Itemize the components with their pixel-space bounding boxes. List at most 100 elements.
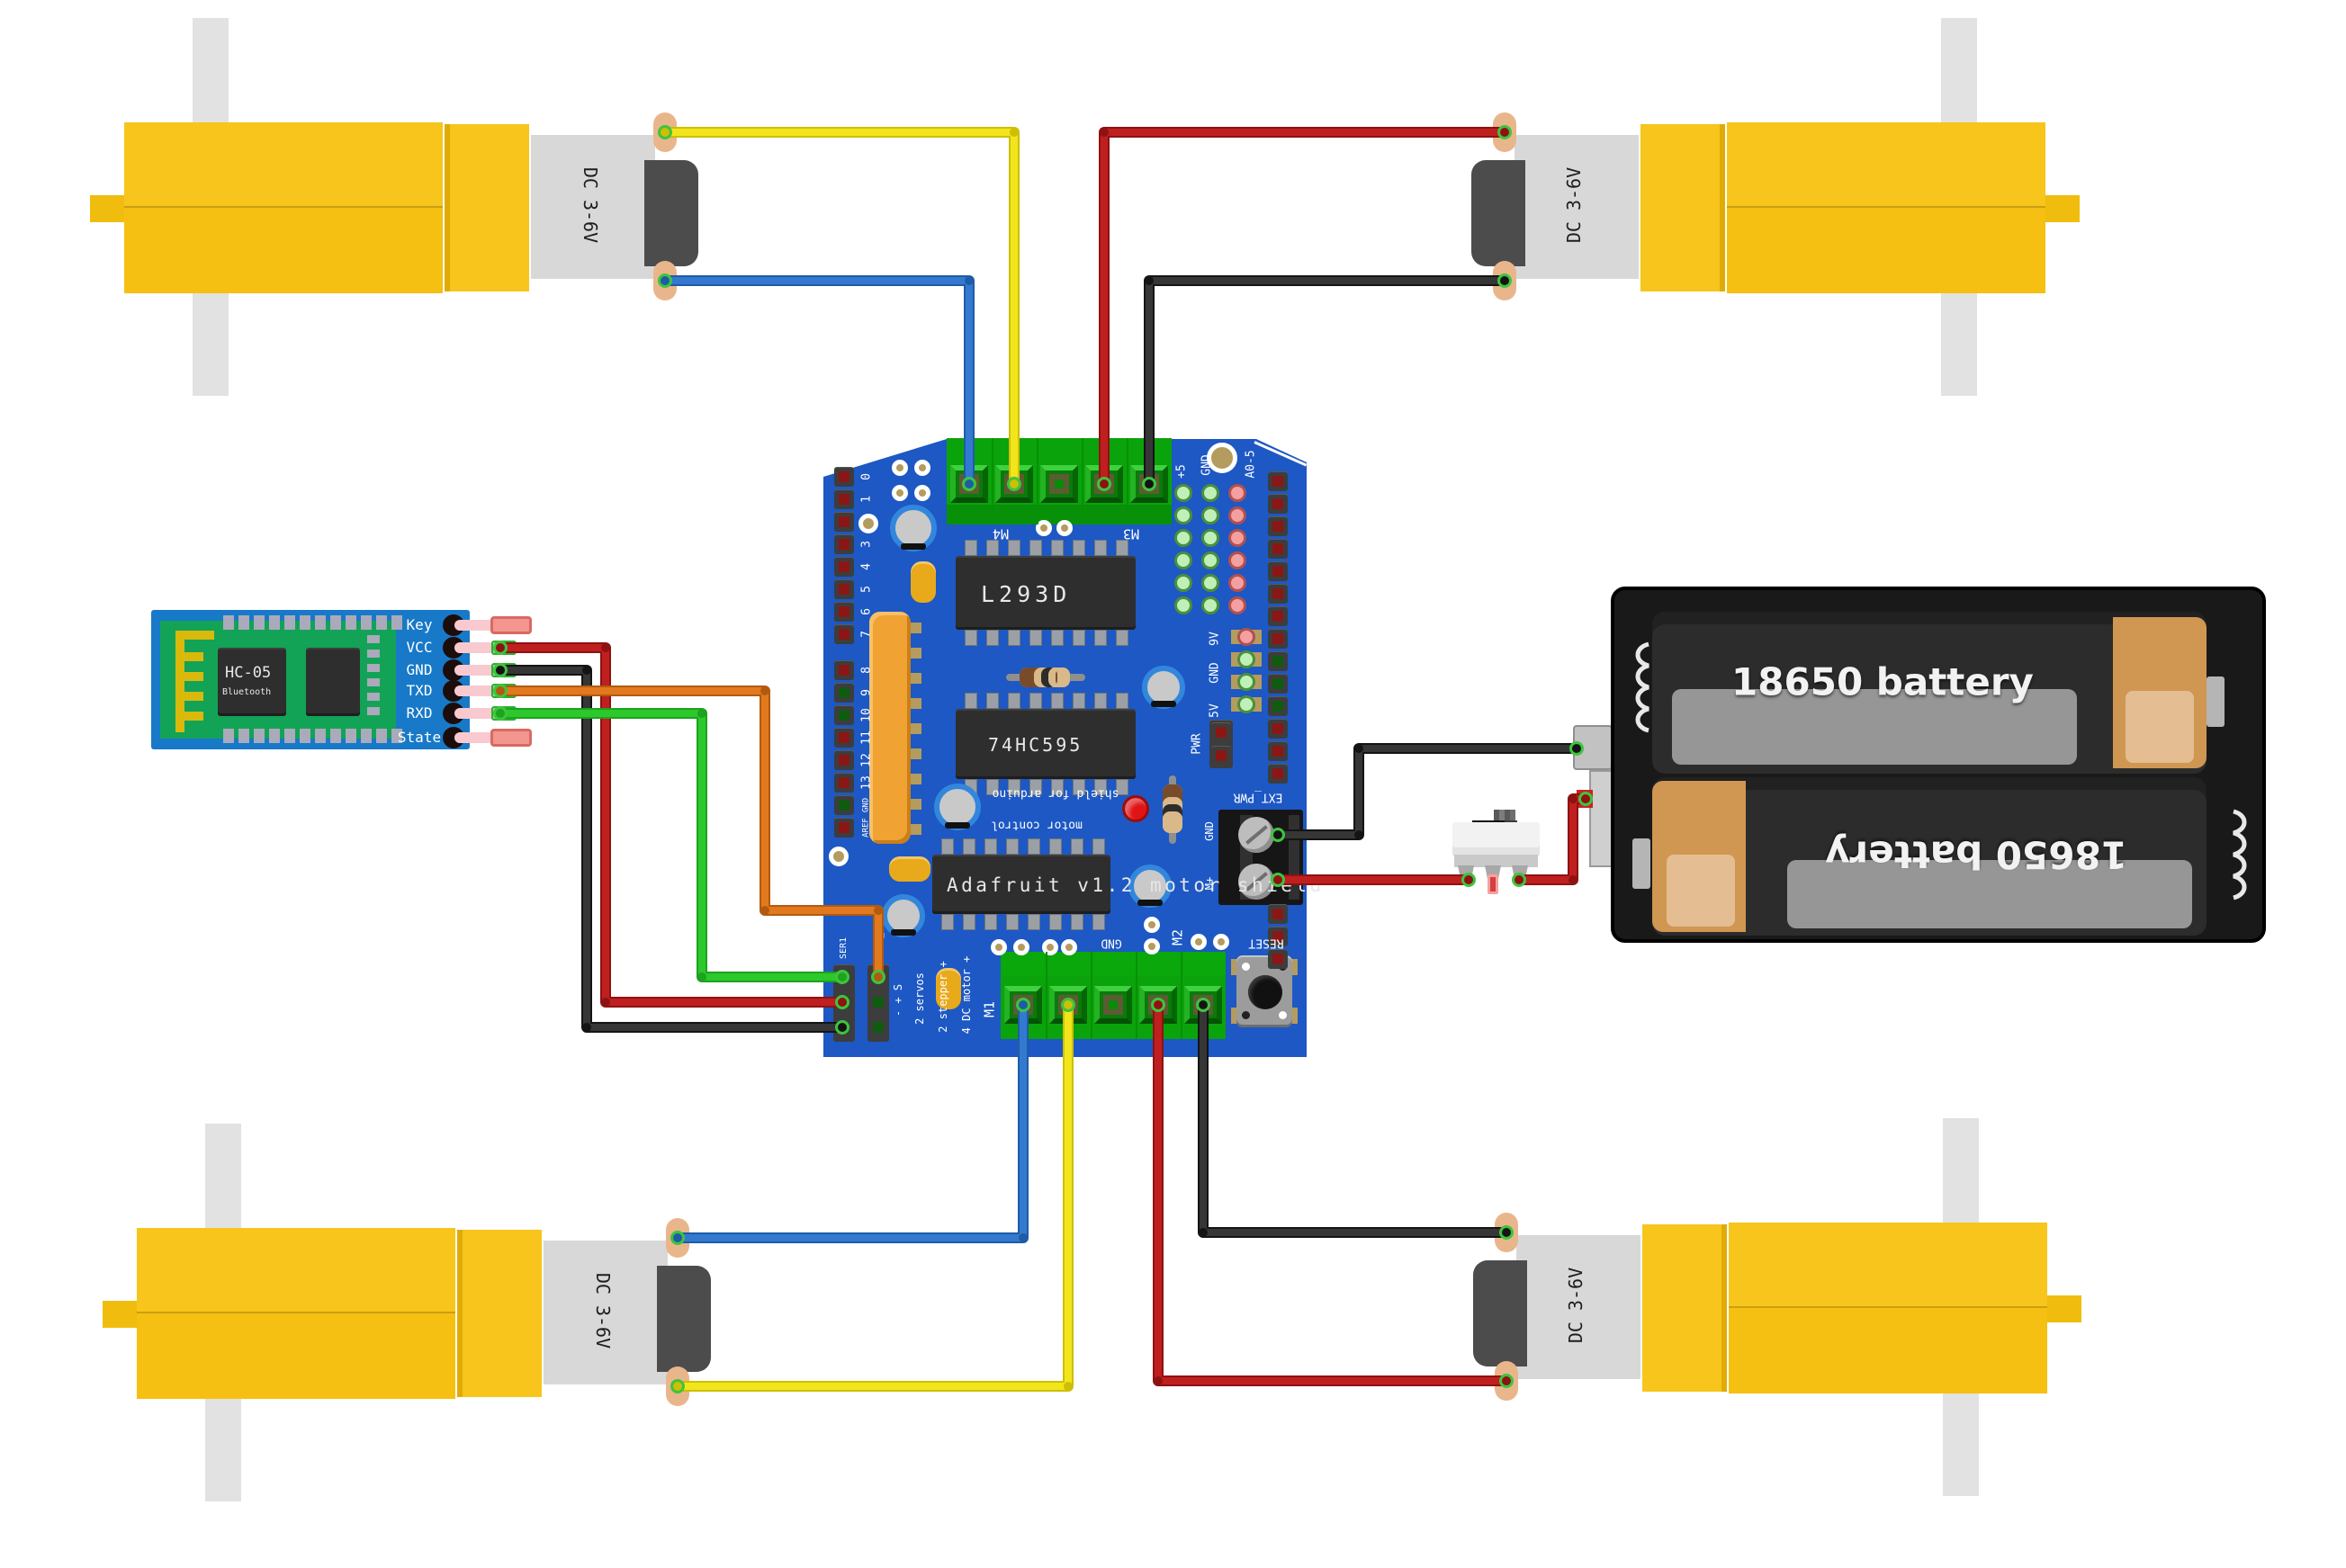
battery-contact-negative[interactable] — [1573, 725, 1613, 770]
l293d-chip[interactable]: L293D — [956, 556, 1136, 630]
wire-m1-yellow[interactable] — [674, 1001, 1072, 1390]
chip-leg — [941, 914, 954, 930]
motor-body[interactable] — [531, 135, 655, 279]
analog-pad[interactable] — [1201, 484, 1219, 502]
motor-gearbox[interactable] — [1729, 1223, 2047, 1393]
analog-pad[interactable] — [1228, 596, 1246, 614]
wire-m2-red[interactable] — [1155, 1001, 1510, 1384]
battery-18650-bottom[interactable]: 18650 battery — [1652, 777, 2207, 936]
hc05-pin-stub — [454, 685, 499, 696]
terminal-hole[interactable] — [959, 474, 979, 494]
wire-bt-vcc[interactable] — [497, 644, 846, 1006]
analog-pad[interactable] — [1174, 596, 1192, 614]
motor-terminal[interactable] — [1495, 1213, 1518, 1252]
motor-gearbox[interactable] — [1727, 122, 2045, 293]
motor-gearbox[interactable] — [137, 1228, 455, 1399]
chip-leg — [1094, 693, 1107, 709]
motor-top-left[interactable]: DC 3-6V — [90, 18, 698, 396]
chip-leg — [965, 630, 977, 646]
motor-terminal[interactable] — [1493, 112, 1516, 152]
analog-pad[interactable] — [1201, 506, 1219, 524]
analog-pad[interactable] — [1201, 551, 1219, 569]
ser1-pin[interactable] — [839, 997, 849, 1008]
servo2-pin[interactable] — [873, 997, 884, 1008]
hc595-chip[interactable]: 74HC595 — [956, 709, 1136, 779]
analog-pad[interactable] — [1174, 506, 1192, 524]
analog-pad[interactable] — [1228, 551, 1246, 569]
motor-voltage-label: DC 3-6V — [1565, 1267, 1586, 1344]
motor-body[interactable] — [1516, 1235, 1640, 1379]
terminal-cell[interactable] — [1094, 986, 1132, 1024]
wire-batt-gnd-bend — [1354, 830, 1363, 839]
wire-m4-yellow[interactable] — [661, 129, 1018, 488]
hc05-pin-stub — [454, 708, 499, 719]
battery-18650-top[interactable]: 18650 battery — [1652, 612, 2207, 774]
motor-terminal[interactable] — [1493, 261, 1516, 300]
header-pin-hole — [839, 800, 849, 811]
switch-pin-3[interactable] — [1512, 865, 1528, 883]
power-pad[interactable] — [1237, 695, 1255, 713]
label-fn3: 4 DC motor + — [960, 955, 973, 1035]
wire-bt-gnd[interactable] — [497, 667, 846, 1031]
header-pin-hole — [1272, 701, 1283, 712]
analog-pad[interactable] — [1228, 506, 1246, 524]
power-switch[interactable] — [1452, 810, 1542, 895]
wire-bt-gnd-bend — [582, 666, 591, 675]
servo2-pin[interactable] — [873, 972, 884, 982]
label-servo2: SERVO_2 — [875, 927, 885, 966]
battery-spring-icon — [1635, 641, 1649, 733]
battery-holder[interactable]: 18650 battery 18650 battery — [1611, 587, 2266, 943]
motor-terminal[interactable] — [666, 1366, 689, 1406]
terminal-hole[interactable] — [1004, 474, 1024, 494]
motor-gearbox-seam — [137, 1312, 455, 1313]
hc05-pin-stub — [454, 665, 499, 676]
analog-pad[interactable] — [1201, 596, 1219, 614]
analog-pad[interactable] — [1174, 551, 1192, 569]
wire-bt-rxd[interactable] — [497, 710, 846, 981]
terminal-hole[interactable] — [1148, 995, 1168, 1015]
servo2-pin[interactable] — [873, 1022, 884, 1033]
terminal-hole[interactable] — [1094, 474, 1114, 494]
switch-pin-1[interactable] — [1458, 865, 1474, 883]
analog-pad[interactable] — [1174, 574, 1192, 592]
analog-pad[interactable] — [1228, 529, 1246, 547]
terminal-hole[interactable] — [1139, 474, 1159, 494]
adafruit-chip[interactable] — [932, 855, 1110, 914]
motor-bottom-right[interactable]: DC 3-6V — [1473, 1118, 2081, 1496]
motor-top-right[interactable]: DC 3-6V — [1471, 18, 2080, 396]
analog-pad[interactable] — [1174, 529, 1192, 547]
motor-gearbox[interactable] — [124, 122, 443, 293]
hc05-smd-pad — [330, 615, 341, 630]
hc05-module[interactable]: HC-05 Bluetooth — [151, 610, 470, 749]
label-pin-3: 3 — [859, 541, 874, 548]
wire-bt-txd[interactable] — [497, 687, 882, 981]
motor-terminal[interactable] — [653, 261, 677, 300]
power-pad[interactable] — [1237, 650, 1255, 668]
hc05-smd-pad — [376, 729, 387, 743]
analog-pad[interactable] — [1201, 529, 1219, 547]
analog-pad[interactable] — [1228, 484, 1246, 502]
terminal-hole[interactable] — [1058, 995, 1078, 1015]
motor-body[interactable] — [1515, 135, 1639, 279]
motor-terminal[interactable] — [653, 112, 677, 152]
analog-pad[interactable] — [1201, 574, 1219, 592]
chip-leg — [965, 540, 977, 556]
label-m3: M3 — [1122, 525, 1140, 542]
wire-m3-red[interactable] — [1101, 129, 1508, 488]
ser1-pin[interactable] — [839, 1022, 849, 1033]
terminal-hole[interactable] — [1193, 995, 1213, 1015]
power-pad[interactable] — [1237, 628, 1255, 646]
motor-body[interactable] — [544, 1241, 668, 1384]
power-pad[interactable] — [1237, 673, 1255, 691]
terminal-hole[interactable] — [1013, 995, 1033, 1015]
motor-bottom-left[interactable]: DC 3-6V — [103, 1124, 711, 1501]
battery-contact-positive[interactable] — [1577, 790, 1593, 808]
ser1-pin[interactable] — [839, 972, 849, 982]
motor-terminal[interactable] — [666, 1218, 689, 1258]
capacitor-notch — [945, 822, 970, 829]
motor-terminal[interactable] — [1495, 1361, 1518, 1401]
resistor-vertical-body — [1163, 784, 1182, 833]
analog-pad[interactable] — [1174, 484, 1192, 502]
analog-pad[interactable] — [1228, 574, 1246, 592]
label-ext-gnd: GND — [1203, 821, 1216, 841]
